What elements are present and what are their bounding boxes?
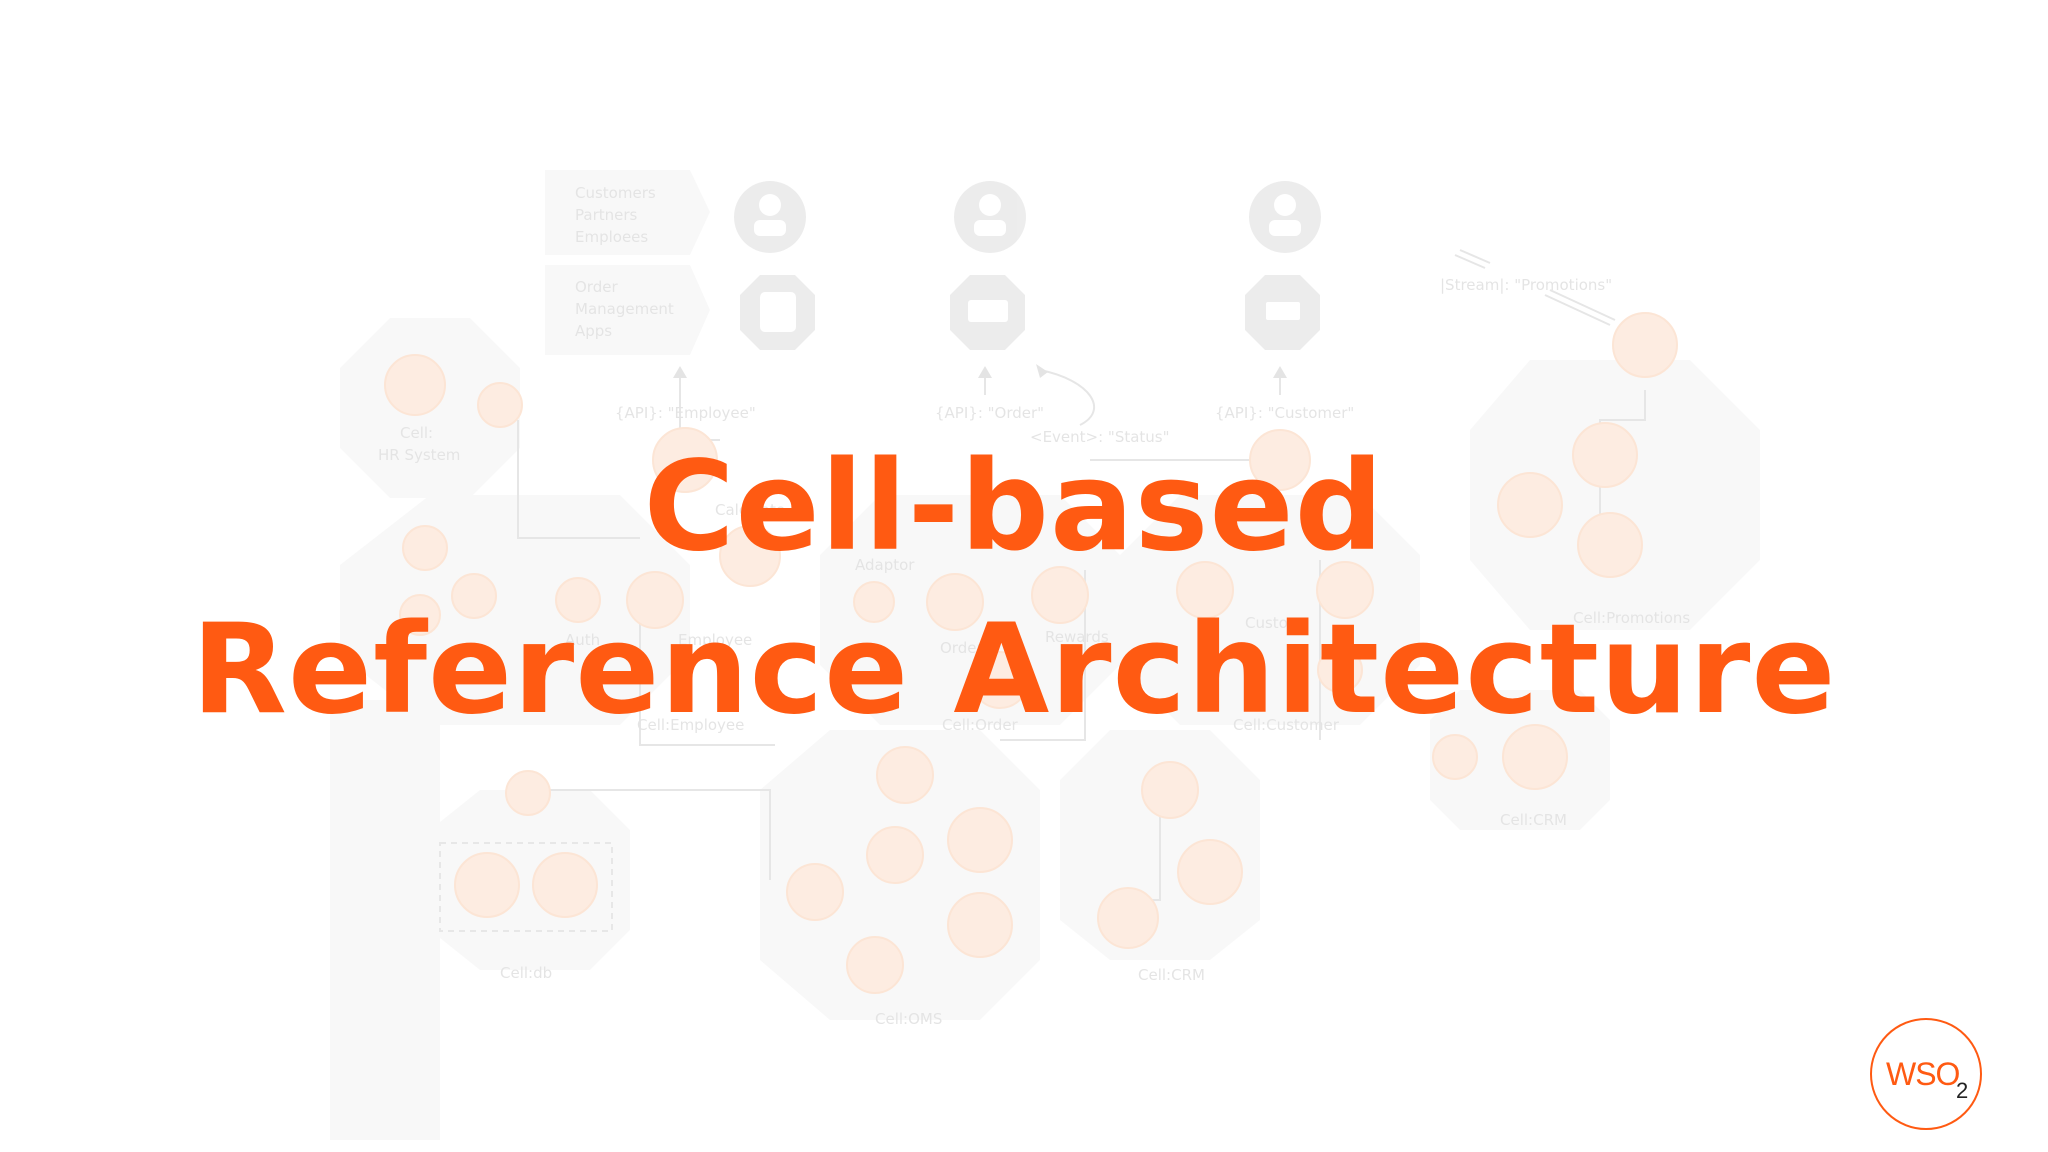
cell-db-octagon — [430, 790, 630, 970]
cell-customer-label: Cell:Customer — [1233, 716, 1340, 734]
component-employee-label: Employee — [678, 631, 752, 649]
apps-line3: Apps — [575, 322, 612, 340]
apps-line1: Order — [575, 278, 618, 296]
app-icons — [740, 275, 1320, 350]
cell-crm-right-label: Cell:CRM — [1500, 811, 1567, 829]
component-adaptor-label: Adaptor — [855, 556, 915, 574]
slide-title-line-1: Cell-based — [643, 435, 1385, 579]
user-icons — [734, 181, 1321, 253]
cell-promotions-octagon — [1470, 360, 1760, 630]
component-order-label: Order — [940, 639, 983, 657]
apps-panel — [545, 265, 710, 355]
logo-subscript: 2 — [1956, 1078, 1969, 1103]
apps-line2: Management — [575, 300, 674, 318]
left-gray-panel — [330, 700, 440, 1140]
cell-oms-label: Cell:OMS — [875, 1010, 942, 1028]
api-customer-label: {API}: "Customer" — [1215, 404, 1354, 422]
cell-crm-bottom-label: Cell:CRM — [1138, 966, 1205, 984]
logo-text: WSO — [1886, 1056, 1960, 1092]
component-bubbles — [384, 312, 1678, 994]
stream-promotions-label: |Stream|: "Promotions" — [1440, 276, 1612, 294]
actors-line3: Emploees — [575, 228, 648, 246]
component-calculate-label: Calculate_ot — [715, 501, 808, 520]
cell-promotions-label: Cell:Promotions — [1573, 609, 1690, 627]
api-employee-label: {API}: "Employee" — [615, 404, 756, 422]
event-status-label: <Event>: "Status" — [1030, 428, 1170, 446]
wso2-logo-icon: WSO 2 — [1870, 1018, 1982, 1130]
cell-hr-label-2: HR System — [378, 446, 460, 464]
actors-panel — [545, 170, 710, 255]
actors-line1: Customers — [575, 184, 656, 202]
component-rewards-label: Rewards — [1045, 628, 1109, 646]
component-customer-label: Custo — [1245, 614, 1288, 632]
api-order-label: {API}: "Order" — [935, 404, 1044, 422]
cell-hr-label-1: Cell: — [400, 424, 433, 442]
cell-db-label: Cell:db — [500, 964, 552, 982]
cell-order-label: Cell:Order — [942, 716, 1019, 734]
slide-title-line-2: Reference Architecture — [191, 598, 1837, 742]
actors-line2: Partners — [575, 206, 638, 224]
component-auth-label: Auth — [565, 631, 600, 649]
cell-employee-label: Cell:Employee — [637, 716, 744, 734]
